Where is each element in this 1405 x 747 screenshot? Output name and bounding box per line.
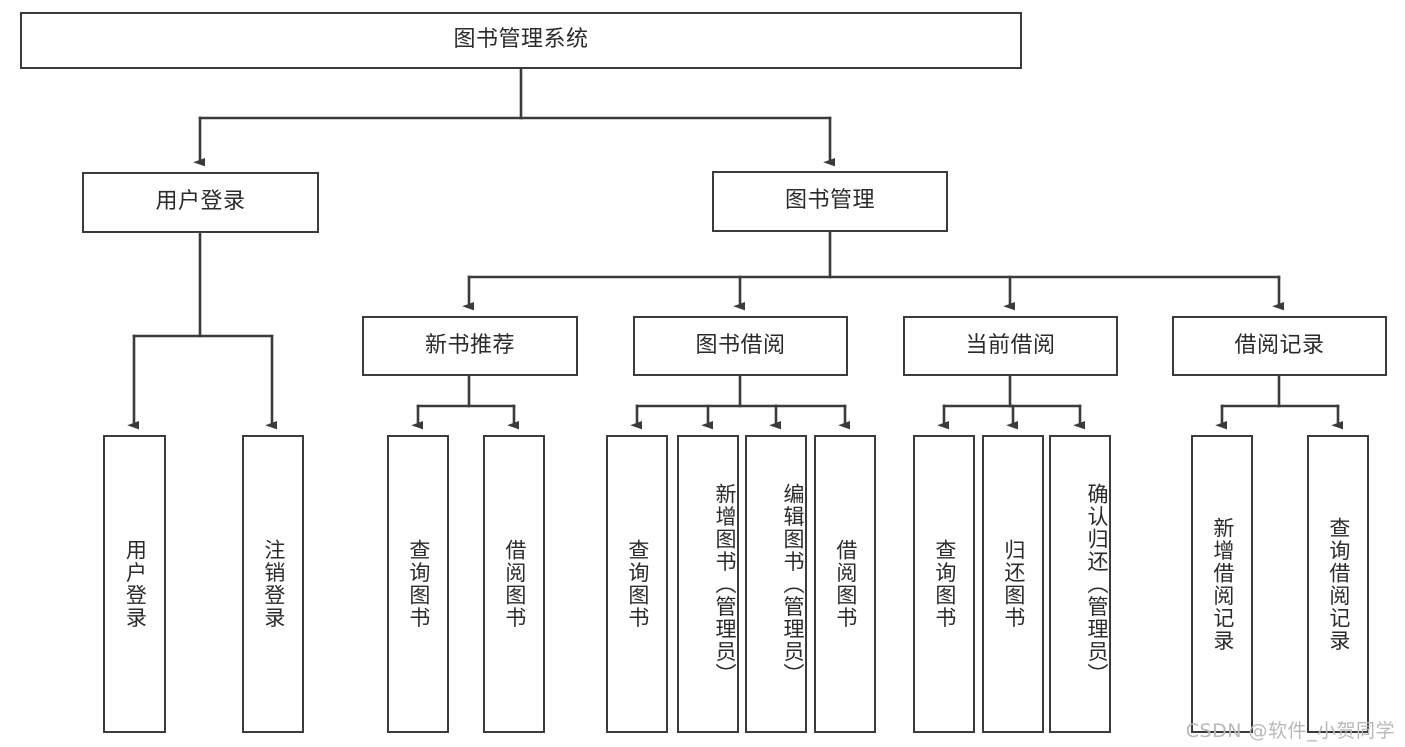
- node-book-borrow-label: 图书借阅: [695, 332, 786, 358]
- node-root-label: 图书管理系统: [453, 27, 589, 53]
- node-user-login-label: 用户登录: [155, 189, 246, 215]
- leaf-confirm-return-label: 确认归还（管理员）: [1085, 482, 1109, 686]
- leaf-query-book-1[interactable]: 查询图书: [387, 435, 449, 733]
- node-book-manage[interactable]: 图书管理: [712, 171, 948, 232]
- leaf-user-logout[interactable]: 注销登录: [242, 435, 304, 733]
- leaf-user-logout-label: 注销登录: [261, 539, 286, 629]
- node-borrow-record-label: 借阅记录: [1234, 332, 1325, 358]
- leaf-user-login[interactable]: 用户登录: [103, 435, 166, 733]
- leaf-query-borrow-record[interactable]: 查询借阅记录: [1307, 435, 1369, 733]
- node-current-borrow-label: 当前借阅: [965, 332, 1056, 358]
- leaf-confirm-return[interactable]: 确认归还（管理员）: [1049, 435, 1111, 733]
- leaf-edit-book-label: 编辑图书（管理员）: [781, 482, 805, 686]
- leaf-query-book-3[interactable]: 查询图书: [913, 435, 975, 733]
- leaf-return-book-label: 归还图书: [1001, 539, 1026, 629]
- leaf-borrow-book-1[interactable]: 借阅图书: [483, 435, 545, 733]
- node-user-login[interactable]: 用户登录: [82, 172, 319, 233]
- node-new-book-recommend-label: 新书推荐: [424, 332, 515, 358]
- leaf-return-book[interactable]: 归还图书: [982, 435, 1044, 733]
- leaf-add-borrow-record[interactable]: 新增借阅记录: [1191, 435, 1253, 733]
- leaf-borrow-book-2-label: 借阅图书: [833, 539, 858, 629]
- node-root[interactable]: 图书管理系统: [20, 12, 1022, 69]
- leaf-user-login-label: 用户登录: [123, 539, 148, 629]
- node-book-borrow[interactable]: 图书借阅: [633, 316, 848, 376]
- leaf-borrow-book-1-label: 借阅图书: [502, 539, 527, 629]
- leaf-query-borrow-record-label: 查询借阅记录: [1326, 516, 1351, 652]
- watermark: CSDN @软件_小贺同学: [1185, 720, 1395, 742]
- leaf-add-book[interactable]: 新增图书（管理员）: [677, 435, 739, 733]
- leaf-add-borrow-record-label: 新增借阅记录: [1210, 516, 1235, 652]
- leaf-query-book-1-label: 查询图书: [406, 539, 431, 629]
- node-current-borrow[interactable]: 当前借阅: [903, 316, 1118, 376]
- leaf-edit-book[interactable]: 编辑图书（管理员）: [745, 435, 807, 733]
- leaf-query-book-3-label: 查询图书: [932, 539, 957, 629]
- node-borrow-record[interactable]: 借阅记录: [1172, 316, 1387, 376]
- node-book-manage-label: 图书管理: [784, 188, 875, 214]
- leaf-query-book-2-label: 查询图书: [625, 539, 650, 629]
- leaf-add-book-label: 新增图书（管理员）: [713, 482, 737, 686]
- leaf-borrow-book-2[interactable]: 借阅图书: [814, 435, 876, 733]
- leaf-query-book-2[interactable]: 查询图书: [606, 435, 668, 733]
- node-new-book-recommend[interactable]: 新书推荐: [362, 316, 578, 376]
